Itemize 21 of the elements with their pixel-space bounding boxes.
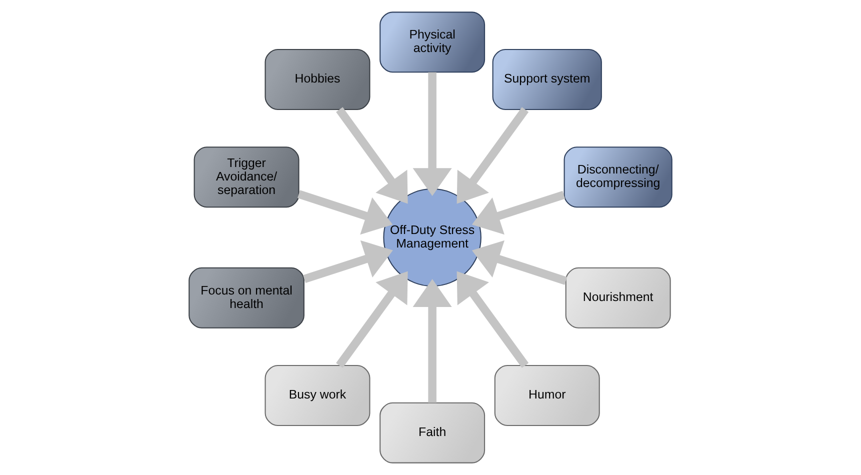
arrow	[412, 279, 452, 403]
arrow	[456, 107, 529, 204]
node-box: Physical activity	[380, 12, 486, 73]
arrow	[336, 107, 408, 204]
arrow	[298, 190, 393, 235]
node-box: Hobbies	[264, 48, 370, 110]
node-box: Humor	[494, 365, 600, 426]
arrow	[303, 240, 393, 284]
arrow	[456, 271, 529, 368]
node-box: Trigger Avoidance/ separation	[194, 146, 300, 208]
arrow	[472, 190, 566, 235]
node-box: Disconnecting/ decompressing	[564, 146, 672, 208]
arrow	[472, 240, 568, 285]
node-circle: Off-Duty Stress Management	[383, 188, 482, 287]
node-box: Focus on mental health	[188, 267, 304, 328]
arrow	[336, 271, 408, 368]
node-box: Faith	[380, 402, 486, 464]
node-box: Busy work	[264, 365, 370, 426]
node-box: Support system	[492, 48, 602, 110]
arrow	[412, 72, 452, 196]
node-box: Nourishment	[565, 267, 671, 328]
